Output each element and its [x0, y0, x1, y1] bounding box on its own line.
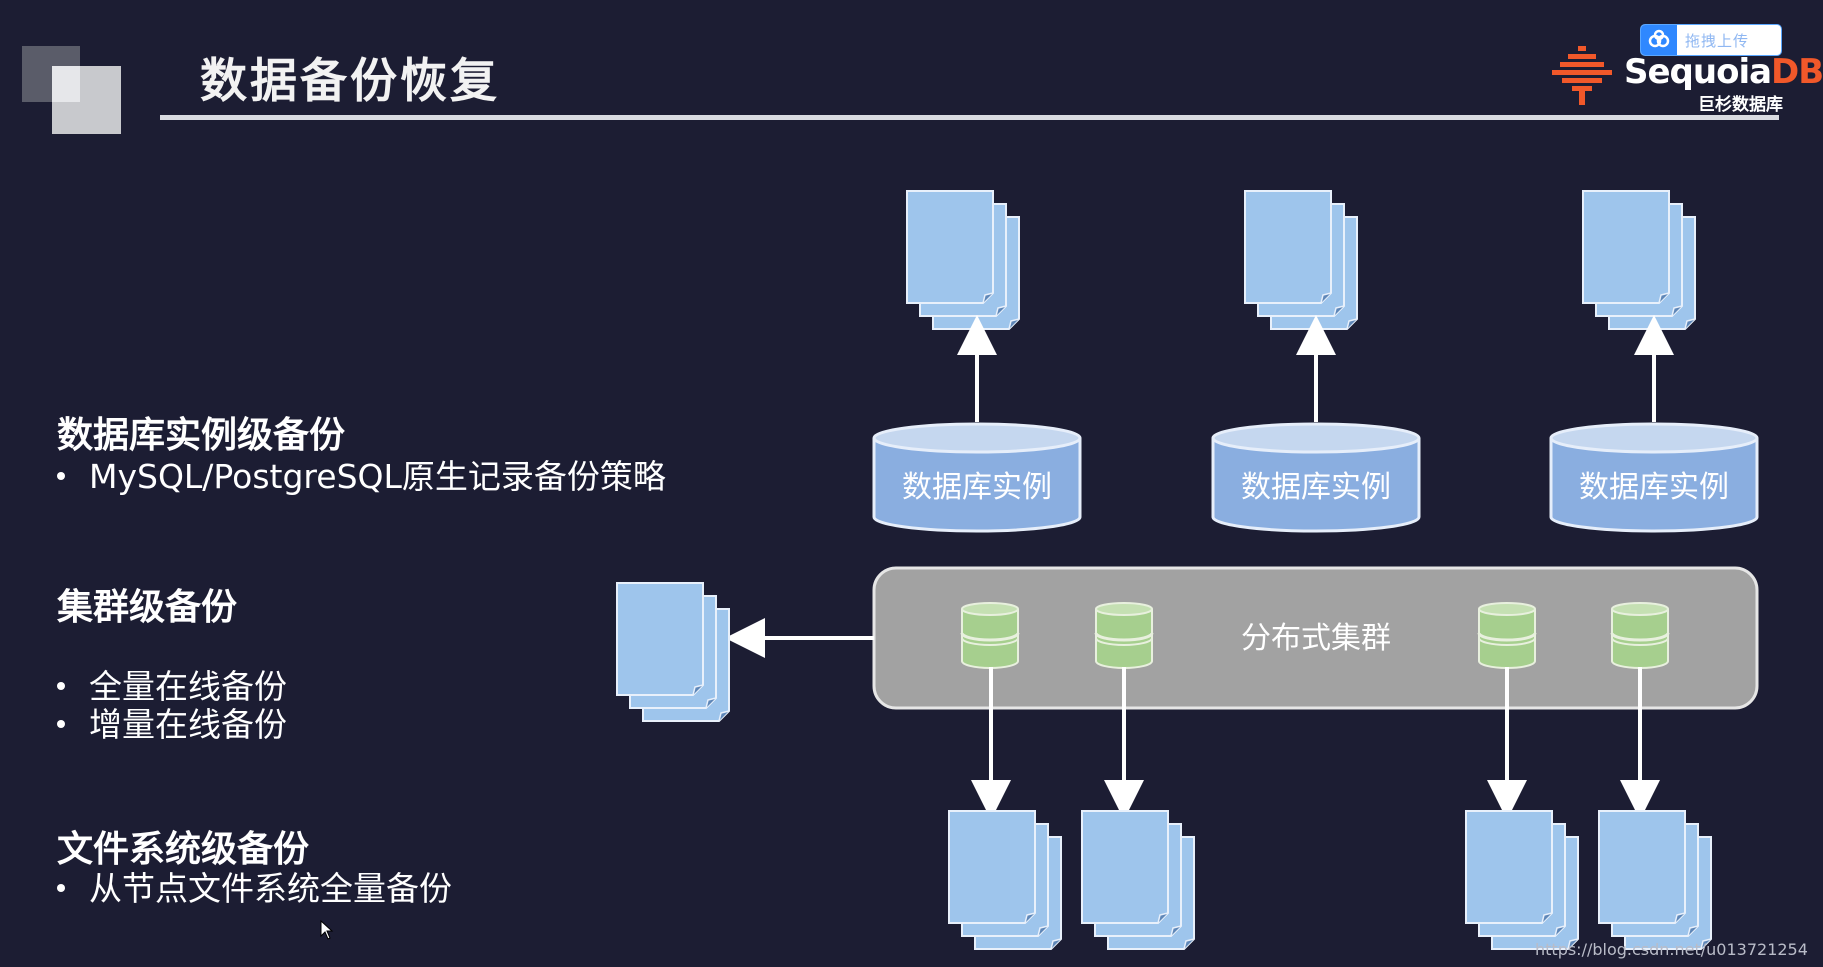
cluster-backup-file-stack	[616, 582, 730, 722]
db-instance-label: 数据库实例	[902, 470, 1052, 505]
filesystem-backup-file-stack	[1598, 810, 1712, 950]
brand-name: SequoiaDB	[1624, 52, 1823, 92]
cluster-node-icon	[1477, 601, 1537, 670]
bullet-dot-icon	[57, 471, 65, 480]
backup-file-stack	[906, 190, 1020, 330]
bullet-text: 全量在线备份	[89, 667, 287, 706]
db-instance-label: 数据库实例	[1241, 470, 1391, 505]
cluster-label: 分布式集群	[1241, 621, 1391, 656]
bullet-item: 全量在线备份	[57, 660, 287, 708]
cloud-upload-icon	[1641, 25, 1677, 55]
upload-badge[interactable]: 拖拽上传	[1640, 24, 1782, 56]
section-heading-filesystem: 文件系统级备份	[57, 829, 310, 870]
upload-badge-label: 拖拽上传	[1685, 32, 1750, 50]
filesystem-backup-file-stack	[1081, 810, 1195, 950]
db-instance-label: 数据库实例	[1579, 470, 1729, 505]
backup-file-stack	[1244, 190, 1358, 330]
bullet-text: 增量在线备份	[89, 705, 287, 744]
bullet-text: 从节点文件系统全量备份	[89, 869, 452, 908]
filesystem-backup-file-stack	[948, 810, 1062, 950]
mouse-cursor-icon	[320, 919, 334, 940]
cluster-node-icon	[1610, 601, 1670, 670]
cluster-node-icon	[960, 601, 1020, 670]
bullet-dot-icon	[57, 883, 65, 892]
brand-name-main: Sequoia	[1624, 52, 1772, 92]
cluster-node-icon	[1094, 601, 1154, 670]
filesystem-backup-file-stack	[1465, 810, 1579, 950]
bullet-dot-icon	[57, 719, 65, 728]
bullet-item: 增量在线备份	[57, 698, 287, 746]
watermark-url: https://blog.csdn.net/u013721254	[1535, 940, 1808, 959]
slide-logo-squares	[22, 46, 121, 134]
sequoia-tree-logo-icon	[1552, 46, 1612, 105]
brand-logo: 拖拽上传 SequoiaDB 巨杉数据库	[1550, 22, 1823, 115]
brand-subtitle: 巨杉数据库	[1698, 95, 1783, 115]
db-instance-cylinder: 数据库实例	[1211, 422, 1421, 533]
backup-file-stack	[1582, 190, 1696, 330]
bullet-item: MySQL/PostgreSQL原生记录备份策略	[57, 450, 666, 498]
backup-diagram: 数据库实例 数据库实例 数据库实例 分布式集群	[616, 190, 1759, 950]
bullet-text: MySQL/PostgreSQL原生记录备份策略	[89, 457, 666, 496]
bullet-item: 从节点文件系统全量备份	[57, 862, 452, 910]
bullet-dot-icon	[57, 681, 65, 690]
section-heading-cluster: 集群级备份	[57, 587, 238, 628]
brand-name-db: DB	[1771, 52, 1823, 92]
title-underline	[160, 115, 1779, 120]
db-instance-cylinder: 数据库实例	[1549, 422, 1759, 533]
section-heading-instance: 数据库实例级备份	[57, 415, 346, 456]
slide-title: 数据备份恢复	[200, 54, 500, 109]
db-instance-cylinder: 数据库实例	[872, 422, 1082, 533]
